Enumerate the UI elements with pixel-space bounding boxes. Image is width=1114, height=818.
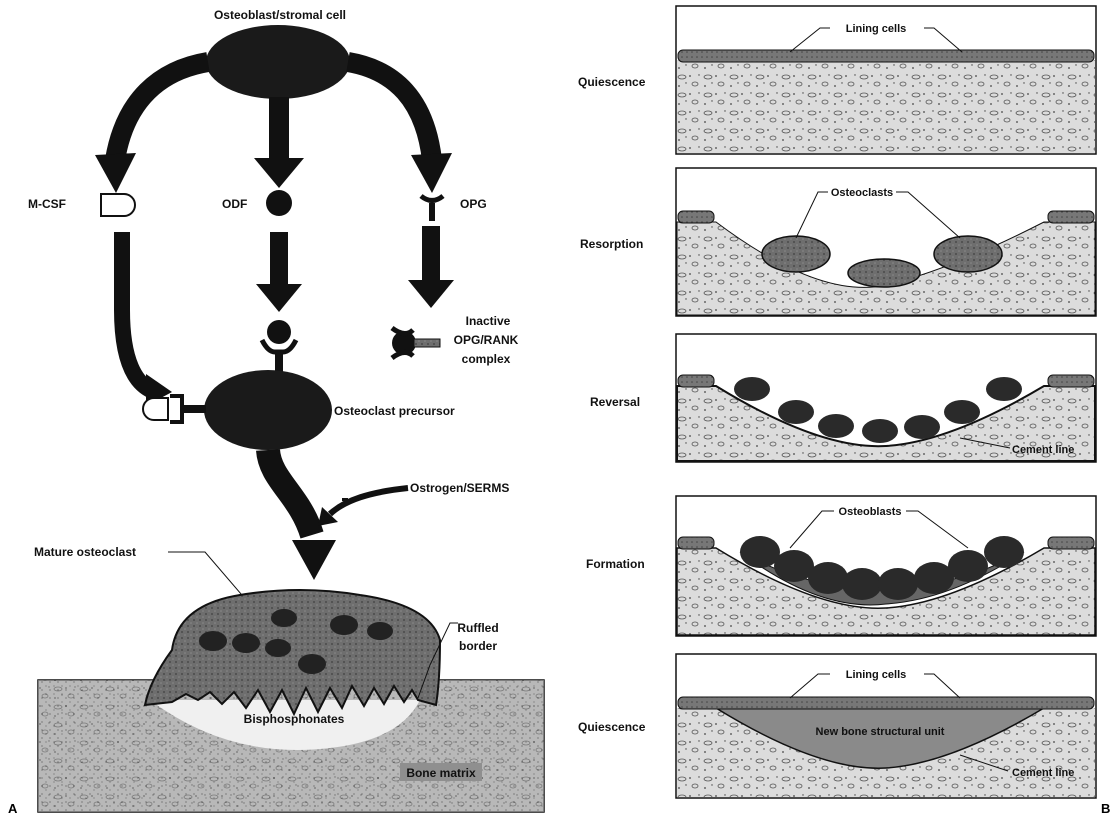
lining-cells — [678, 50, 1094, 62]
ruffled-label-1: Ruffled — [457, 621, 498, 635]
arrow-head-mature — [292, 540, 336, 580]
panel-a: Osteoblast/stromal cell M-CSF ODF OPG — [8, 8, 544, 816]
stage-4-name: Formation — [586, 557, 645, 571]
osteoblast-stromal-label: Osteoblast/stromal cell — [214, 8, 346, 22]
arrow-mcsf-to-precursor — [122, 232, 155, 392]
new-bone-unit-label: New bone structural unit — [816, 726, 945, 738]
panel-a-tag: A — [8, 801, 18, 816]
arrow-head-odf — [254, 158, 304, 188]
stage-formation: Formation Osteoblasts — [586, 496, 1096, 636]
rank-receptor-icon — [262, 340, 296, 372]
opg-label: OPG — [460, 197, 487, 211]
odf-bound-icon — [267, 320, 291, 344]
stage-1-label: Lining cells — [846, 23, 907, 35]
arrow-to-mcsf — [115, 62, 208, 160]
estrogen-arrow — [330, 488, 408, 514]
stage-5-name: Quiescence — [578, 720, 646, 734]
estrogen-label: Ostrogen/SERMS — [410, 481, 509, 495]
mcsf-receptor-icon — [143, 396, 206, 422]
arrow-precursor-to-mature — [268, 450, 312, 535]
inactive-label-3: complex — [462, 352, 511, 366]
arrow-head-opg — [411, 153, 452, 193]
bisphosphonates-label: Bisphosphonates — [244, 712, 345, 726]
odf-label: ODF — [222, 197, 247, 211]
osteoblast-cell — [206, 25, 350, 99]
odf-icon — [266, 190, 292, 216]
inactive-label-2: OPG/RANK — [454, 333, 519, 347]
bone-surface — [677, 60, 1095, 153]
panel-b-tag: B — [1101, 801, 1110, 816]
arrow-to-odf — [269, 97, 289, 161]
stage-5-cement-label: Cement line — [1012, 767, 1074, 779]
stage-1-name: Quiescence — [578, 75, 646, 89]
arrow-opg-down — [422, 226, 440, 282]
stage-reversal: Reversal Cement line — [590, 334, 1096, 462]
precursor-label: Osteoclast precursor — [334, 404, 455, 418]
lining-cells — [678, 697, 1094, 709]
mcsf-icon — [101, 194, 135, 216]
arrow-odf-down — [270, 232, 288, 286]
mature-osteoclast-label: Mature osteoclast — [34, 545, 136, 559]
arrow-head-odf-down — [256, 284, 302, 312]
stage-resorption: Resorption Osteoclasts — [580, 168, 1096, 316]
panel-b: Quiescence Lining cells Resorption Osteo… — [578, 6, 1110, 816]
stage-3-name: Reversal — [590, 395, 640, 409]
opg-icon — [421, 196, 443, 221]
estrogen-mark — [342, 498, 348, 501]
stage-2-name: Resorption — [580, 237, 643, 251]
osteoclast-precursor-cell — [204, 370, 332, 450]
stage-2-label: Osteoclasts — [831, 187, 893, 199]
arrow-head-mcsf — [95, 153, 136, 193]
arrow-head-opg-down — [408, 280, 454, 308]
ruffled-label-2: border — [459, 639, 497, 653]
mcsf-label: M-CSF — [28, 197, 66, 211]
inactive-complex-icon — [392, 328, 440, 358]
inactive-label-1: Inactive — [466, 314, 511, 328]
stage-quiescence-2: Quiescence Lining cells New bone structu… — [578, 654, 1096, 798]
stage-quiescence-1: Quiescence Lining cells — [578, 6, 1096, 154]
stage-4-label: Osteoblasts — [839, 506, 902, 518]
stage-5-label: Lining cells — [846, 669, 907, 681]
arrow-to-opg — [348, 62, 432, 160]
stage-3-label: Cement line — [1012, 444, 1074, 456]
bone-matrix-label: Bone matrix — [406, 766, 476, 780]
